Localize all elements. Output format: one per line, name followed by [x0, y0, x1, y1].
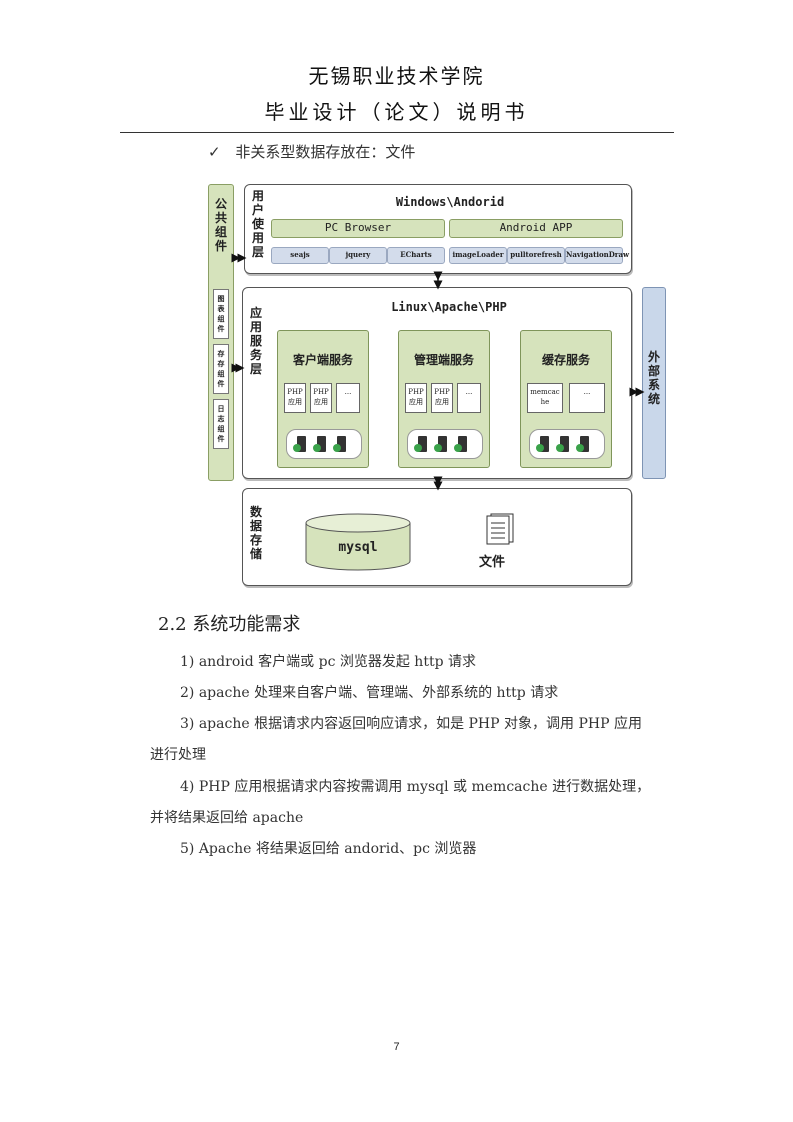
list-item: 5) Apache 将结果返回给 andorid、pc 浏览器 [180, 841, 477, 857]
service-title: 客户端服务 [292, 353, 353, 367]
cache-service-box: 缓存服务 memcac he ... [520, 330, 612, 468]
sub-box: PHP 应用 [310, 383, 332, 413]
lib-jquery: jquery [329, 247, 387, 264]
sub-box: ... [336, 383, 360, 413]
db-label: mysql [338, 540, 378, 555]
lib-echarts: ECharts [387, 247, 445, 264]
sub-box: ... [457, 383, 481, 413]
data-layer-label: 数据存储 [249, 505, 262, 561]
common-components-panel: 公共组件 图表组件 存存组件 日志组件 [208, 184, 234, 481]
file-icon-group [483, 513, 523, 547]
app-layer-title: Linux\Apache\PHP [391, 300, 507, 314]
admin-service-box: 管理端服务 PHP 应用 PHP 应用 ... [398, 330, 490, 468]
file-icon [486, 513, 514, 545]
header-title: 毕业设计（论文）说明书 [264, 100, 529, 124]
pc-browser-bar: PC Browser [271, 219, 445, 238]
app-service-layer: 应用服务层 Linux\Apache\PHP 客户端服务 PHP 应用 PHP … [242, 287, 632, 479]
file-label: 文件 [479, 555, 506, 570]
note-text: 非关系型数据存放在：文件 [235, 143, 416, 161]
section-title: 2.2 系统功能需求 [158, 614, 301, 635]
user-layer-label: 用户使用层 [251, 189, 264, 259]
external-system-title: 外部系统 [647, 350, 660, 406]
check-icon [293, 444, 301, 452]
lib-navigationdraw: NavigationDraw [565, 247, 629, 264]
server-group [529, 429, 605, 459]
external-system-panel: 外部系统 [642, 287, 666, 479]
service-title: 缓存服务 [541, 353, 590, 367]
component-box: 日志组件 [213, 399, 229, 449]
server-icon [458, 436, 467, 452]
data-storage-layer: 数据存储 mysql 文件 [242, 488, 632, 586]
common-components-title: 公共组件 [214, 197, 227, 253]
diagram-arrows [231, 253, 645, 491]
check-icon [434, 444, 442, 452]
android-app-bar: Android APP [449, 219, 623, 238]
client-service-box: 客户端服务 PHP 应用 PHP 应用 ... [277, 330, 369, 468]
check-icon [414, 444, 422, 452]
server-icon [560, 436, 569, 452]
lib-imageloader: imageLoader [449, 247, 507, 264]
architecture-diagram: 公共组件 图表组件 存存组件 日志组件 用户使用层 Windows\Andori… [206, 182, 668, 588]
note-line: ✓ 非关系型数据存放在：文件 [208, 141, 415, 162]
server-icon [580, 436, 589, 452]
server-icon [317, 436, 326, 452]
server-icon [337, 436, 346, 452]
component-box: 图表组件 [213, 289, 229, 339]
check-icon [333, 444, 341, 452]
app-layer-label: 应用服务层 [249, 306, 262, 376]
user-layer-title: Windows\Andorid [395, 195, 505, 209]
check-icon [536, 444, 544, 452]
user-layer: 用户使用层 Windows\Andorid PC Browser Android… [244, 184, 632, 274]
sub-box: memcac he [527, 383, 563, 413]
database-icon [305, 513, 411, 571]
check-icon [313, 444, 321, 452]
header-school: 无锡职业技术学院 [308, 64, 485, 88]
component-label: 图表组件 [217, 295, 225, 333]
sub-box: PHP 应用 [431, 383, 453, 413]
check-icon [576, 444, 584, 452]
list-item: 2) apache 处理来自客户端、管理端、外部系统的 http 请求 [180, 685, 559, 701]
lib-seajs: seajs [271, 247, 329, 264]
check-icon: ✓ [208, 143, 221, 161]
check-icon [454, 444, 462, 452]
lib-pulltorefresh: pulltorefresh [507, 247, 565, 264]
server-group [286, 429, 362, 459]
sub-box: PHP 应用 [284, 383, 306, 413]
page-number: 7 [393, 1041, 400, 1053]
list-item: 3) apache 根据请求内容返回响应请求，如是 PHP 对象，调用 PHP … [180, 716, 642, 732]
server-icon [297, 436, 306, 452]
check-icon [556, 444, 564, 452]
list-item: 1) android 客户端或 pc 浏览器发起 http 请求 [180, 654, 476, 670]
service-title: 管理端服务 [413, 353, 474, 367]
component-box: 存存组件 [213, 344, 229, 394]
sub-box: ... [569, 383, 605, 413]
list-item: 4) PHP 应用根据请求内容按需调用 mysql 或 memcache 进行数… [180, 779, 651, 795]
server-icon [540, 436, 549, 452]
sub-box: PHP 应用 [405, 383, 427, 413]
component-label: 存存组件 [217, 350, 225, 388]
list-item-continuation: 进行处理 [150, 747, 206, 763]
server-icon [418, 436, 427, 452]
mysql-db: mysql [305, 513, 411, 571]
component-label: 日志组件 [217, 405, 225, 443]
server-icon [438, 436, 447, 452]
server-group [407, 429, 483, 459]
list-item-continuation: 并将结果返回给 apache [150, 810, 304, 826]
header-rule [120, 132, 674, 133]
